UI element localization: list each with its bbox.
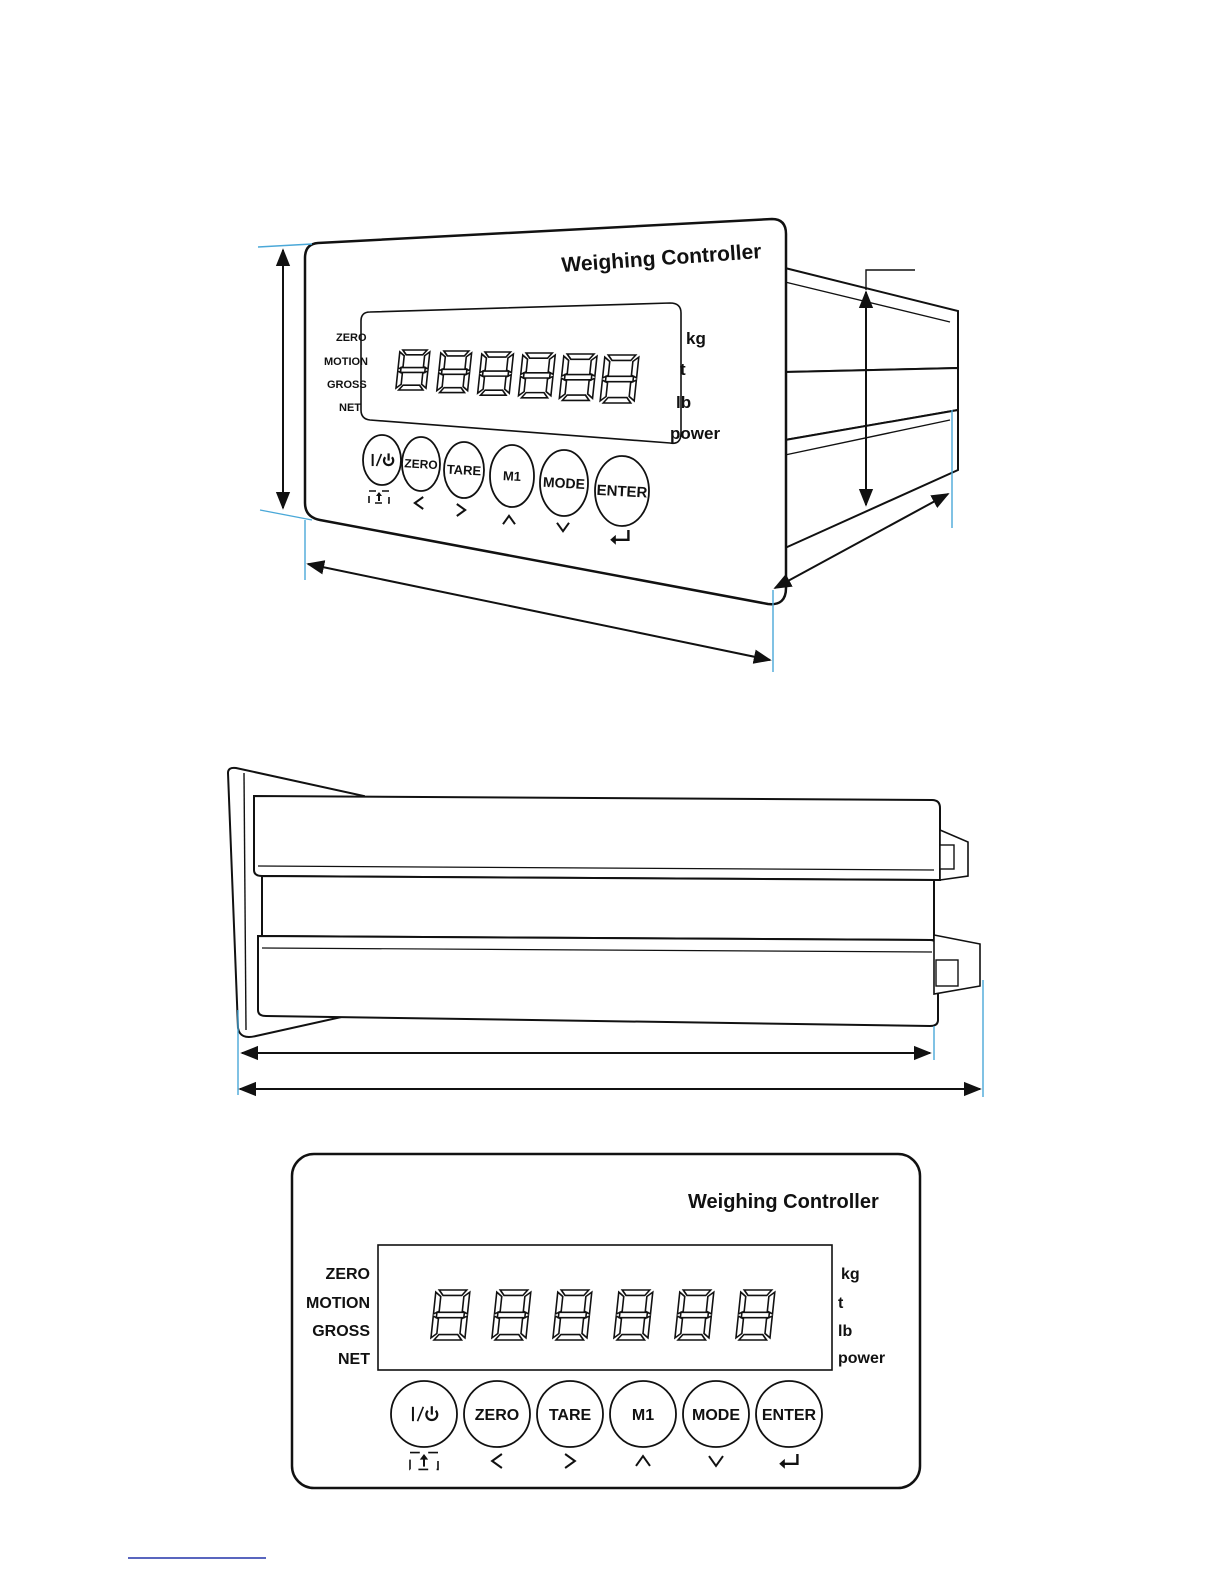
front-view: Weighing Controller ZERO MOTION GROSS NE… bbox=[292, 1154, 920, 1488]
front-mode-button-label: MODE bbox=[692, 1407, 740, 1424]
front-status-gross: GROSS bbox=[312, 1323, 370, 1340]
persp-mode-button[interactable]: MODE bbox=[540, 450, 588, 516]
front-display-window bbox=[378, 1245, 832, 1370]
persp-m1-button[interactable]: M1 bbox=[490, 445, 534, 507]
housing-top-rail bbox=[785, 268, 958, 372]
front-m1-button-label: M1 bbox=[632, 1407, 654, 1424]
status-motion: MOTION bbox=[324, 356, 368, 368]
front-unit-t: t bbox=[838, 1295, 844, 1312]
perspective-view: Weighing Controller ZERO MOTION GROSS NE… bbox=[258, 219, 958, 672]
unit-lb: lb bbox=[676, 393, 691, 412]
persp-enter-button-label: ENTER bbox=[596, 482, 648, 502]
front-brand-title: Weighing Controller bbox=[688, 1191, 879, 1213]
unit-power: power bbox=[670, 424, 720, 443]
persp-mode-button-label: MODE bbox=[543, 474, 586, 492]
front-power-button[interactable] bbox=[391, 1381, 457, 1447]
side-top-rail bbox=[254, 796, 940, 880]
front-zero-button[interactable]: ZERO bbox=[464, 1381, 530, 1447]
front-tare-button[interactable]: TARE bbox=[537, 1381, 603, 1447]
front-status-motion: MOTION bbox=[306, 1295, 370, 1312]
persp-m1-button-label: M1 bbox=[503, 468, 522, 484]
persp-zero-button[interactable]: ZERO bbox=[402, 437, 440, 491]
persp-enter-button[interactable]: ENTER bbox=[595, 456, 649, 526]
front-unit-kg: kg bbox=[841, 1266, 860, 1283]
front-status-zero: ZERO bbox=[326, 1266, 370, 1283]
status-gross: GROSS bbox=[327, 379, 367, 391]
persp-tare-button-label: TARE bbox=[446, 462, 481, 479]
front-unit-lb: lb bbox=[838, 1323, 852, 1340]
front-unit-power: power bbox=[838, 1350, 885, 1367]
persp-power-button[interactable] bbox=[363, 435, 401, 485]
side-middle bbox=[262, 876, 934, 940]
persp-tare-button[interactable]: TARE bbox=[444, 442, 484, 498]
front-zero-button-label: ZERO bbox=[475, 1407, 519, 1424]
unit-kg: kg bbox=[686, 329, 706, 348]
unit-t: t bbox=[680, 360, 686, 379]
side-view bbox=[228, 768, 983, 1097]
front-mode-button[interactable]: MODE bbox=[683, 1381, 749, 1447]
status-zero: ZERO bbox=[336, 332, 367, 344]
persp-zero-button-label: ZERO bbox=[404, 456, 438, 472]
front-tare-button-label: TARE bbox=[549, 1407, 592, 1424]
front-m1-button[interactable]: M1 bbox=[610, 1381, 676, 1447]
front-enter-button[interactable]: ENTER bbox=[756, 1381, 822, 1447]
front-status-net: NET bbox=[338, 1351, 370, 1368]
front-enter-button-label: ENTER bbox=[762, 1407, 817, 1424]
status-net: NET bbox=[339, 402, 361, 414]
